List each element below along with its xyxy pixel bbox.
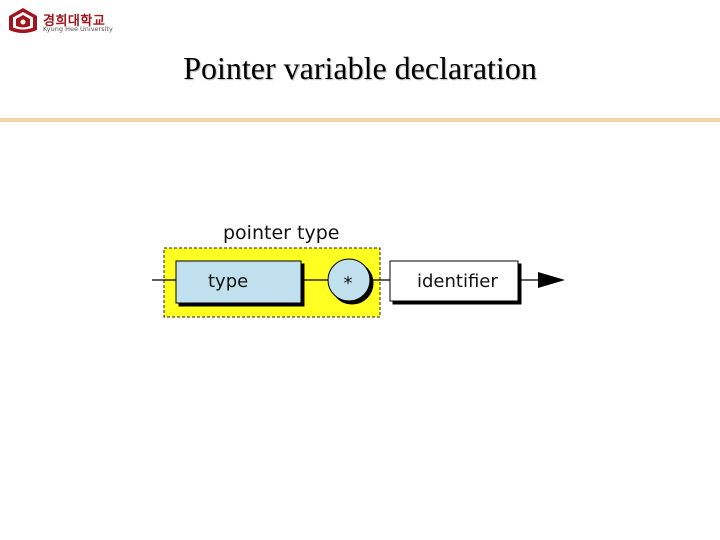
logo-english-name: Kyung Hee University	[43, 25, 113, 33]
asterisk-label: *	[344, 273, 353, 294]
type-box	[175, 260, 302, 304]
type-box-label: type	[208, 271, 248, 292]
end-arrow-icon	[538, 272, 565, 288]
asterisk-node	[327, 258, 371, 302]
pointer-type-label: pointer type	[223, 222, 339, 244]
identifier-box	[389, 260, 519, 302]
slide-title: Pointer variable declaration	[183, 50, 537, 86]
logo-korean-name: 경희대학교	[43, 14, 106, 29]
university-logo: 경희대학교 Kyung Hee University	[6, 6, 126, 36]
university-emblem-icon	[9, 8, 37, 33]
identifier-box-label: identifier	[417, 271, 498, 292]
title-divider	[0, 118, 720, 122]
